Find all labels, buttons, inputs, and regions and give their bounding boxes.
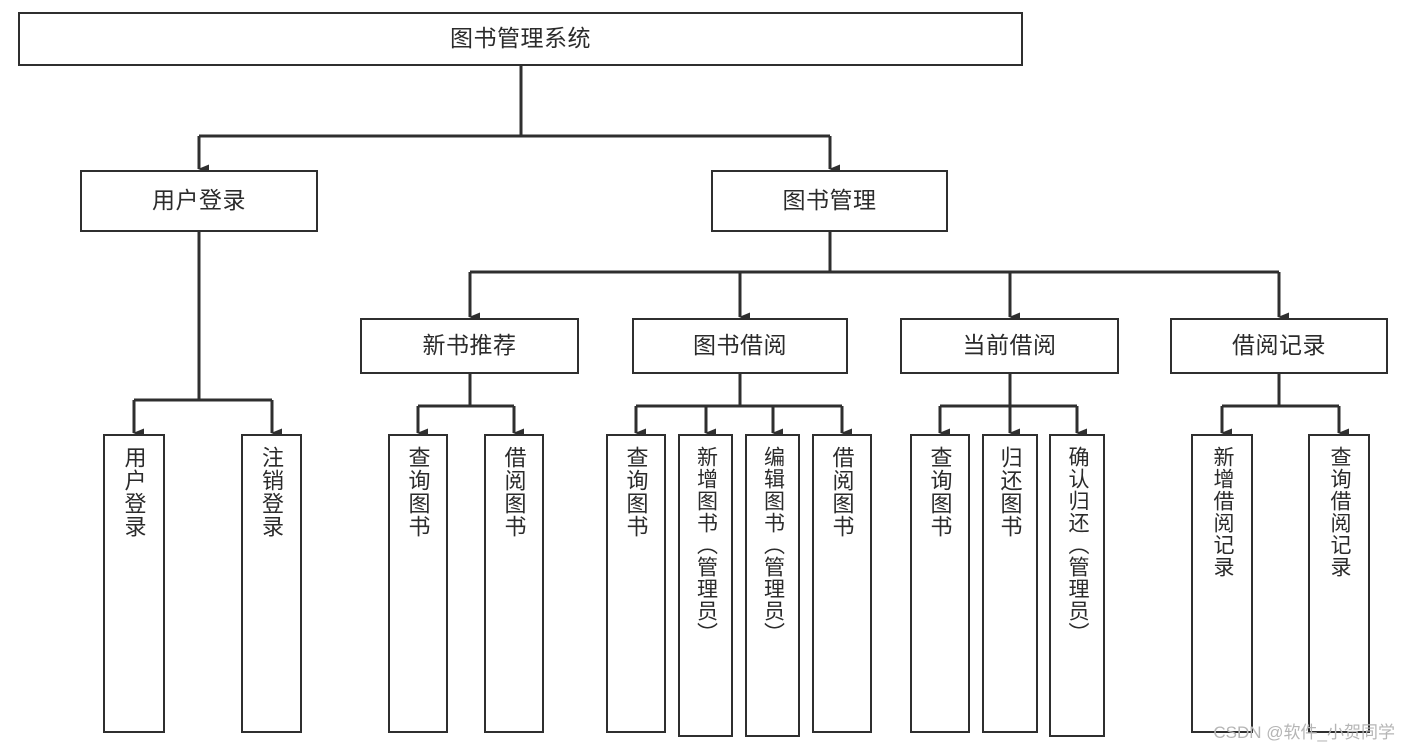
node-label: 归还图书 bbox=[997, 446, 1023, 538]
node-leaf-logout[interactable]: 注销登录 bbox=[241, 434, 302, 733]
node-leaf-borrow-bk[interactable]: 借阅图书 bbox=[812, 434, 872, 733]
node-leaf-return[interactable]: 归还图书 bbox=[982, 434, 1038, 733]
node-label: 借阅图书 bbox=[501, 446, 527, 538]
node-current[interactable]: 当前借阅 bbox=[900, 318, 1119, 374]
node-leaf-add-rec[interactable]: 新增借阅记录 bbox=[1191, 434, 1253, 733]
node-leaf-add-bk[interactable]: 新增图书（管理员） bbox=[678, 434, 733, 737]
node-label: 查询图书 bbox=[927, 446, 953, 538]
node-label: 查询图书 bbox=[623, 446, 649, 538]
node-label: 注销登录 bbox=[259, 446, 285, 538]
node-label: 图书借阅 bbox=[693, 332, 787, 359]
node-label: 用户登录 bbox=[121, 446, 147, 538]
node-label: 图书管理 bbox=[782, 187, 877, 214]
node-bookmgmt[interactable]: 图书管理 bbox=[711, 170, 948, 232]
node-leaf-query-cur[interactable]: 查询图书 bbox=[910, 434, 970, 733]
node-leaf-confirm[interactable]: 确认归还（管理员） bbox=[1049, 434, 1105, 737]
node-leaf-query-bk[interactable]: 查询图书 bbox=[606, 434, 666, 733]
node-borrow[interactable]: 图书借阅 bbox=[632, 318, 848, 374]
node-label: 新书推荐 bbox=[422, 332, 517, 359]
node-label: 确认归还（管理员） bbox=[1066, 446, 1090, 644]
node-newbook[interactable]: 新书推荐 bbox=[360, 318, 579, 374]
node-label: 查询借阅记录 bbox=[1328, 446, 1352, 578]
node-label: 当前借阅 bbox=[962, 332, 1057, 359]
node-leaf-borrow-new[interactable]: 借阅图书 bbox=[484, 434, 544, 733]
node-label: 新增图书（管理员） bbox=[694, 446, 718, 644]
watermark-text: CSDN @软件_小贺同学 bbox=[1213, 723, 1395, 742]
node-leaf-edit-bk[interactable]: 编辑图书（管理员） bbox=[745, 434, 800, 737]
node-leaf-query-rec[interactable]: 查询借阅记录 bbox=[1308, 434, 1370, 733]
node-root[interactable]: 图书管理系统 bbox=[18, 12, 1023, 66]
node-label: 借阅图书 bbox=[829, 446, 855, 538]
node-leaf-login[interactable]: 用户登录 bbox=[103, 434, 165, 733]
node-label: 新增借阅记录 bbox=[1211, 446, 1235, 578]
node-login[interactable]: 用户登录 bbox=[80, 170, 318, 232]
node-label: 查询图书 bbox=[405, 446, 431, 538]
node-records[interactable]: 借阅记录 bbox=[1170, 318, 1388, 374]
node-label: 图书管理系统 bbox=[450, 25, 591, 52]
connector-lines bbox=[132, 66, 1349, 438]
node-label: 借阅记录 bbox=[1232, 332, 1326, 359]
node-leaf-query-new[interactable]: 查询图书 bbox=[388, 434, 448, 733]
node-label: 编辑图书（管理员） bbox=[761, 446, 785, 644]
node-label: 用户登录 bbox=[152, 187, 246, 214]
